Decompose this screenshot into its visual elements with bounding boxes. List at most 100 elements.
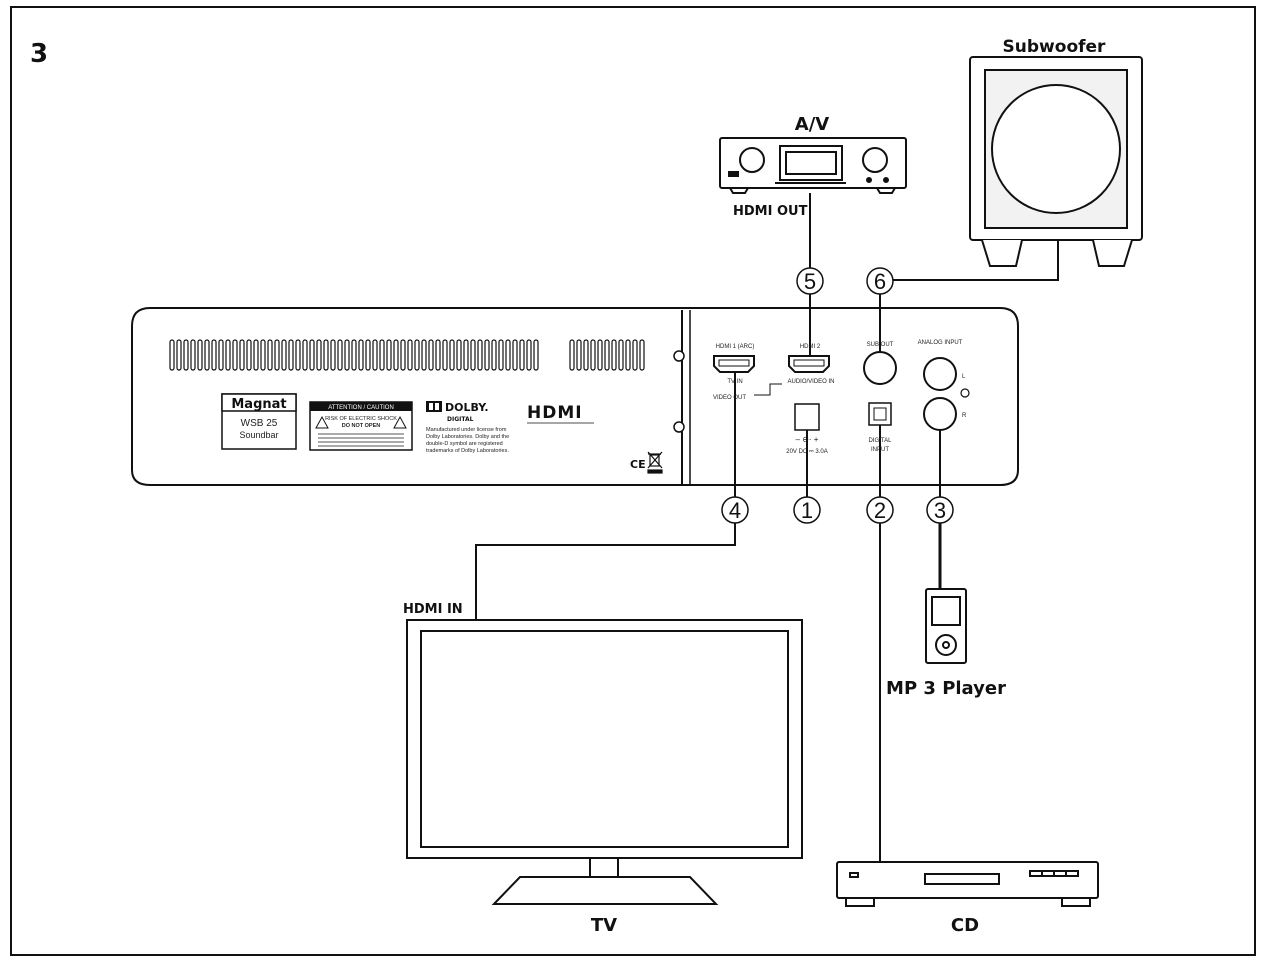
cable-6-top bbox=[893, 240, 1059, 281]
cable-4-bottom bbox=[475, 523, 736, 620]
vent-slot bbox=[583, 339, 589, 371]
vent-slot bbox=[281, 339, 287, 371]
vent-slot bbox=[407, 339, 413, 371]
connection-markers: 1 2 3 4 5 6 bbox=[721, 267, 954, 524]
diagram-frame bbox=[10, 6, 1256, 956]
vent-slot bbox=[421, 339, 427, 371]
vent-slot bbox=[463, 339, 469, 371]
vent-slot bbox=[225, 339, 231, 371]
vent-slot bbox=[470, 339, 476, 371]
vent-slot bbox=[211, 339, 217, 371]
hdmi-in-label: HDMI IN bbox=[403, 602, 463, 617]
vent-slot bbox=[288, 339, 294, 371]
vent-slot bbox=[176, 339, 182, 371]
vent-slot bbox=[632, 339, 638, 371]
optical-jack bbox=[868, 402, 892, 426]
model-type: Soundbar bbox=[239, 430, 278, 440]
vent-slot bbox=[442, 339, 448, 371]
vent-slot bbox=[400, 339, 406, 371]
vent-slot bbox=[218, 339, 224, 371]
vent-slot bbox=[625, 339, 631, 371]
vent-slot bbox=[618, 339, 624, 371]
vent-slot bbox=[246, 339, 252, 371]
vent-slot bbox=[526, 339, 532, 371]
vent-slot bbox=[309, 339, 315, 371]
vent-slot bbox=[274, 339, 280, 371]
cd-player bbox=[836, 861, 1099, 907]
magnat-logo: Magnat bbox=[231, 397, 286, 412]
analog-r: R bbox=[962, 413, 967, 419]
vent-slot bbox=[569, 339, 575, 371]
hdmi1-label: HDMI 1 (ARC) bbox=[716, 344, 755, 350]
analog-l: L bbox=[962, 374, 966, 380]
vent-slot bbox=[519, 339, 525, 371]
dolby-note-4: trademarks of Dolby Laboratories. bbox=[426, 448, 509, 454]
analog-r-jack bbox=[923, 397, 957, 431]
model-name: WSB 25 bbox=[241, 418, 278, 429]
vent-slot bbox=[239, 339, 245, 371]
analog-l-jack bbox=[923, 357, 957, 391]
soundbar: Magnat WSB 25 Soundbar ATTENTION / CAUTI… bbox=[131, 307, 1019, 486]
vent-slot bbox=[337, 339, 343, 371]
marker-2: 2 bbox=[874, 498, 886, 523]
caution-title: ATTENTION / CAUTION bbox=[328, 405, 394, 411]
vent-slot bbox=[484, 339, 490, 371]
vent-slot bbox=[302, 339, 308, 371]
vent-slot bbox=[576, 339, 582, 371]
mp3-label: MP 3 Player bbox=[886, 678, 1006, 699]
marker-1: 1 bbox=[801, 498, 813, 523]
vent-slot bbox=[428, 339, 434, 371]
tv bbox=[406, 619, 803, 905]
vent-slot bbox=[611, 339, 617, 371]
dolby-digital: DIGITAL bbox=[447, 416, 474, 423]
vent-slot bbox=[253, 339, 259, 371]
vent-slot bbox=[330, 339, 336, 371]
vent-slot bbox=[183, 339, 189, 371]
analog-input-label: ANALOG INPUT bbox=[918, 340, 963, 346]
vent-slot bbox=[498, 339, 504, 371]
figure-number: 3 bbox=[30, 39, 48, 69]
vent-slot bbox=[316, 339, 322, 371]
vent-slot bbox=[533, 339, 539, 371]
vent-slot bbox=[169, 339, 175, 371]
video-out-label: VIDEO OUT bbox=[713, 395, 746, 401]
vent-slot bbox=[604, 339, 610, 371]
vent-slot bbox=[204, 339, 210, 371]
vent-slot bbox=[232, 339, 238, 371]
av-receiver bbox=[719, 137, 907, 194]
weee-bin-icon bbox=[647, 451, 663, 474]
vent-slot bbox=[344, 339, 350, 371]
vent-slot bbox=[372, 339, 378, 371]
vent-slot bbox=[267, 339, 273, 371]
vent-slot bbox=[590, 339, 596, 371]
power-jack bbox=[794, 403, 820, 431]
ventilation-slots bbox=[169, 339, 645, 371]
vent-slot bbox=[295, 339, 301, 371]
vent-slot bbox=[386, 339, 392, 371]
vent-slot bbox=[491, 339, 497, 371]
subwoofer-label: Subwoofer bbox=[1003, 37, 1107, 57]
vent-slot bbox=[197, 339, 203, 371]
vent-slot bbox=[351, 339, 357, 371]
vent-slot bbox=[379, 339, 385, 371]
hdmi-logo: HDMI bbox=[527, 403, 583, 423]
vent-slot bbox=[456, 339, 462, 371]
subwoofer bbox=[969, 56, 1143, 267]
av-in-label: AUDIO/VIDEO IN bbox=[787, 379, 834, 385]
dolby-logo: DOLBY. bbox=[445, 401, 489, 414]
vent-slot bbox=[323, 339, 329, 371]
ce-mark: CE bbox=[630, 458, 646, 471]
dolby-note-3: double-D symbol are registered bbox=[426, 441, 503, 447]
vent-slot bbox=[260, 339, 266, 371]
vent-slot bbox=[414, 339, 420, 371]
av-label: A/V bbox=[795, 114, 830, 135]
caution-line-2: DO NOT OPEN bbox=[342, 423, 381, 429]
cables bbox=[475, 193, 1059, 862]
cd-label: CD bbox=[951, 915, 979, 936]
hdmi-out-label: HDMI OUT bbox=[733, 204, 808, 219]
dolby-note-1: Manufactured under license from bbox=[426, 427, 507, 433]
vent-slot bbox=[505, 339, 511, 371]
marker-3: 3 bbox=[934, 498, 946, 523]
vent-slot bbox=[639, 339, 645, 371]
marker-5: 5 bbox=[804, 269, 816, 294]
